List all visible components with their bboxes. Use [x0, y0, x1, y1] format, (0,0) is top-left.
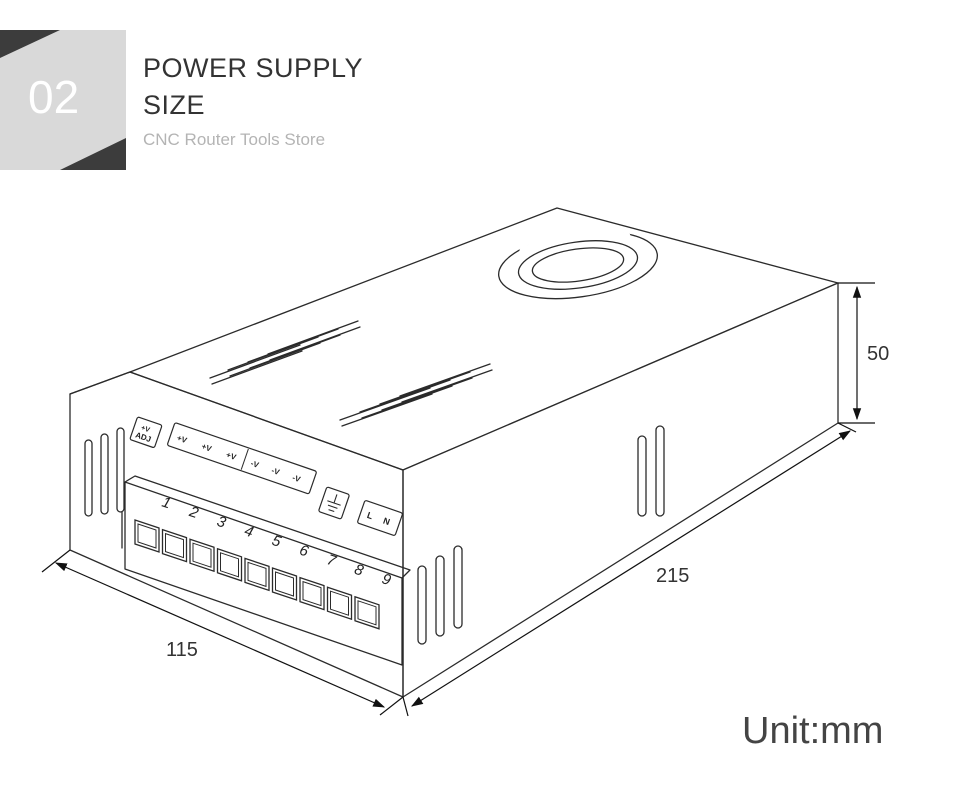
section-badge: 02: [0, 0, 140, 180]
unit-label: Unit:mm: [742, 710, 884, 752]
terminal-number: 6: [297, 542, 311, 561]
terminal-number: 5: [270, 532, 284, 551]
positive-output-label: +V: [225, 450, 238, 462]
badge-number: 02: [28, 71, 80, 123]
page-title-line1: POWER SUPPLY: [143, 53, 364, 83]
page-title-line2: SIZE: [143, 90, 206, 120]
negative-output-label: -V: [249, 459, 260, 470]
badge-shape: [0, 30, 126, 170]
voltage-label-box: +V +V +V -V -V -V: [167, 422, 317, 495]
ground-icon: [318, 486, 350, 520]
positive-output-label: +V: [176, 433, 189, 445]
line-label: L: [366, 510, 375, 521]
terminal-number: 8: [352, 561, 366, 580]
negative-output-label: -V: [270, 466, 281, 477]
dimension-width: [41, 549, 404, 716]
fan-grill: [498, 229, 658, 300]
top-vents: [209, 320, 493, 427]
adj-voltage-label: +V: [140, 425, 151, 435]
terminal-number: 9: [380, 570, 394, 589]
terminal-9: 9: [354, 570, 394, 630]
terminal-number: 1: [160, 494, 173, 513]
negative-output-label: -V: [291, 473, 302, 484]
neutral-label: N: [382, 516, 391, 528]
dimension-length: [402, 422, 857, 717]
dimension-length-label: 215: [656, 565, 689, 587]
dimension-height-label: 50: [867, 343, 889, 365]
positive-output-label: +V: [200, 442, 213, 454]
store-name: CNC Router Tools Store: [143, 130, 326, 149]
dimension-height: [838, 282, 875, 424]
terminal-number: 7: [325, 551, 339, 570]
terminal-number: 2: [186, 503, 201, 522]
dimension-width-label: 115: [166, 639, 198, 661]
terminal-number: 4: [242, 522, 255, 541]
terminal-number: 3: [215, 513, 229, 532]
